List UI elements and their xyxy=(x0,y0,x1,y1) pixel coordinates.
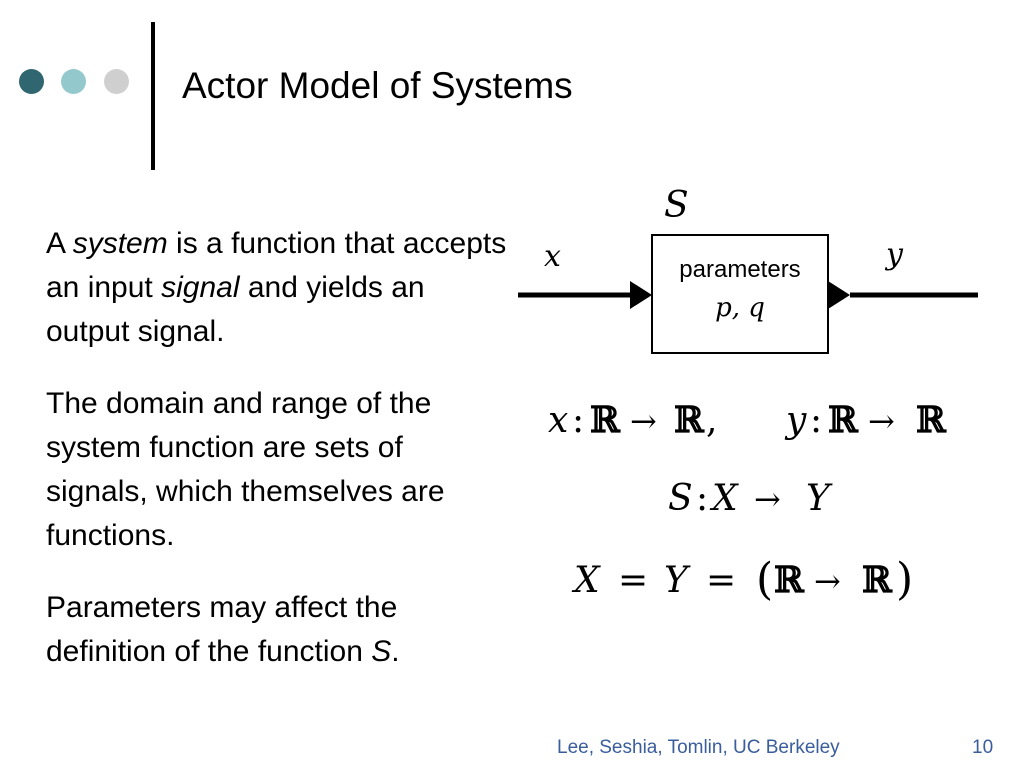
math-Y-2: Y xyxy=(664,560,691,601)
paragraph-system-definition: A system is a function that accepts an i… xyxy=(46,222,511,354)
math-S: S xyxy=(668,478,693,519)
math-colon-3: : xyxy=(696,478,708,519)
math-reals-2: ℝ xyxy=(674,399,705,441)
box-parameter-names: p, q xyxy=(715,293,765,323)
input-label: x xyxy=(544,239,561,274)
term-signal: signal xyxy=(161,271,240,304)
math-arrow-4: → xyxy=(814,562,841,600)
system-label: S xyxy=(664,185,689,226)
p1-c: is a function that accepts an input xyxy=(46,227,507,304)
p1-a: A xyxy=(46,227,73,260)
math-rparen: ) xyxy=(896,554,913,605)
box-parameters-label: parameters xyxy=(679,256,800,283)
paragraph-parameters: Parameters may affect the definition of … xyxy=(46,586,511,674)
math-arrow-1: → xyxy=(630,402,657,440)
math-equals-1: = xyxy=(618,560,648,601)
math-x: x xyxy=(548,400,568,441)
system-equations: x : ℝ → ℝ , y : ℝ → ℝ S : X → Y X = Y = … xyxy=(548,399,947,605)
system-box xyxy=(651,234,829,354)
math-lparen: ( xyxy=(756,554,773,605)
footer-credit: Lee, Seshia, Tomlin, UC Berkeley xyxy=(557,737,840,758)
term-S: S xyxy=(371,635,392,668)
page-number: 10 xyxy=(972,737,994,758)
decor-dot-dark xyxy=(19,69,44,94)
math-Y-1: Y xyxy=(806,478,833,519)
math-reals-5: ℝ xyxy=(774,559,805,601)
slide-title: Actor Model of Systems xyxy=(182,65,573,106)
actor-diagram: S x y parameters p, q xyxy=(518,185,978,354)
math-reals-6: ℝ xyxy=(862,559,893,601)
math-y: y xyxy=(784,400,807,441)
math-reals-3: ℝ xyxy=(828,399,859,441)
math-reals-1: ℝ xyxy=(590,399,621,441)
decor-dot-teal xyxy=(61,69,86,94)
math-X-1: X xyxy=(709,478,739,519)
input-arrowhead-icon xyxy=(630,281,652,309)
decor-dot-gray xyxy=(104,69,129,94)
output-label: y xyxy=(884,237,904,272)
p3-a: Parameters may affect the definition of … xyxy=(46,591,398,668)
math-colon-1: : xyxy=(572,400,584,441)
math-X-2: X xyxy=(571,560,601,601)
slide-body: A system is a function that accepts an i… xyxy=(46,222,511,702)
math-comma: , xyxy=(706,400,717,441)
math-reals-4: ℝ xyxy=(916,399,947,441)
output-arrowhead-icon xyxy=(828,281,850,309)
p1-e: and yields an output signal. xyxy=(46,271,425,348)
term-system: system xyxy=(72,227,168,260)
p3-c: . xyxy=(391,635,400,668)
math-arrow-3: → xyxy=(754,480,781,518)
title-divider xyxy=(151,22,155,170)
math-arrow-2: → xyxy=(868,402,895,440)
paragraph-domain-range: The domain and range of the system funct… xyxy=(46,387,445,552)
math-colon-2: : xyxy=(810,400,822,441)
math-equals-2: = xyxy=(706,560,736,601)
